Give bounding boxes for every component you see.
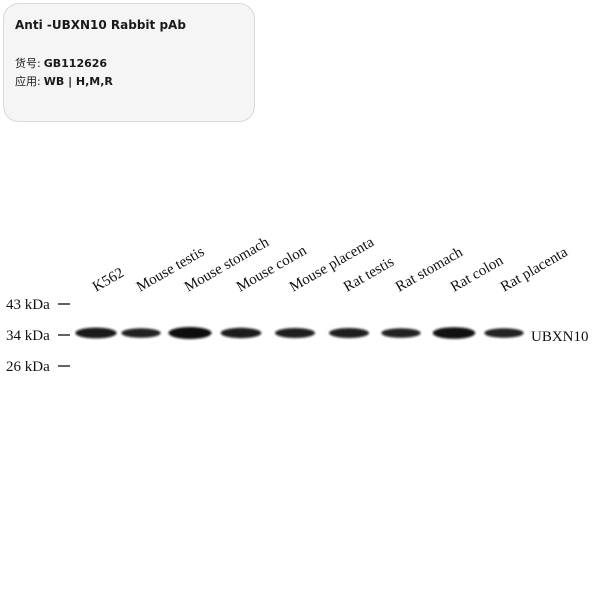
- target-protein-label: UBXN10: [531, 329, 589, 345]
- catalog-number-row: 货号:GB112626: [15, 55, 107, 71]
- lane-label: Rat placenta: [498, 244, 571, 295]
- application-value: WB | H,M,R: [43, 75, 113, 88]
- protein-band: [121, 328, 161, 338]
- catalog-number-label: 货号:: [15, 57, 41, 70]
- lane-label: Mouse stomach: [182, 234, 272, 295]
- application-label: 应用:: [15, 75, 41, 88]
- marker-label: 43 kDa: [6, 297, 50, 313]
- marker-label: 26 kDa: [6, 359, 50, 375]
- protein-band: [381, 328, 421, 338]
- protein-band: [328, 328, 370, 338]
- protein-band: [274, 328, 316, 338]
- molecular-weight-markers: 43 kDa 34 kDa 26 kDa: [6, 297, 70, 375]
- catalog-number-value: GB112626: [43, 57, 108, 70]
- protein-band: [75, 327, 117, 339]
- protein-band: [432, 327, 476, 339]
- lane-label: K562: [90, 265, 127, 296]
- marker-label: 34 kDa: [6, 328, 50, 344]
- application-row: 应用:WB | H,M,R: [15, 73, 113, 89]
- bands: [75, 327, 524, 339]
- product-title: Anti -UBXN10 Rabbit pAb: [15, 18, 186, 32]
- protein-band: [168, 327, 212, 339]
- product-info-card: Anti -UBXN10 Rabbit pAb 货号:GB112626 应用:W…: [3, 3, 255, 122]
- protein-band: [220, 327, 262, 339]
- protein-band: [484, 328, 524, 338]
